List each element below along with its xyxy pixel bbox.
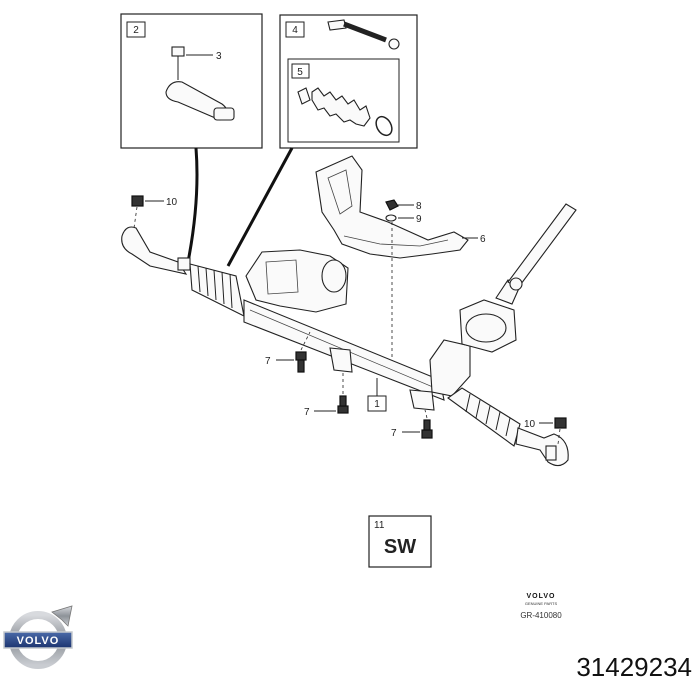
callout-10-left: 10 — [166, 197, 178, 208]
steering-rack-assembly — [121, 203, 577, 467]
inset-4-leader — [226, 147, 294, 267]
washer-9-icon — [385, 214, 397, 222]
callout-5: 5 — [297, 67, 303, 78]
callout-7-middle: 7 — [304, 407, 310, 418]
inset-box-4: 4 5 — [279, 14, 418, 149]
part-number: 31429234 — [576, 652, 692, 682]
bellows-boot-icon — [297, 87, 393, 137]
brand-logo-text: VOLVO — [527, 593, 556, 600]
callout-7-upper: 7 — [265, 356, 271, 367]
callout-10-right: 10 — [524, 419, 536, 430]
bolt-7-upper-icon — [295, 351, 307, 373]
emblem-text: VOLVO — [17, 635, 60, 647]
bolt-7-lower-icon — [421, 419, 433, 439]
tie-rod-end-icon — [165, 46, 235, 121]
nut-10-left-icon — [131, 195, 144, 207]
callout-2: 2 — [133, 25, 139, 36]
heat-shield-bracket — [315, 155, 469, 259]
callout-9: 9 — [416, 214, 422, 225]
callout-1: 1 — [374, 399, 380, 410]
callout-4: 4 — [292, 25, 298, 36]
bolt-8-icon — [385, 199, 399, 211]
sw-label: SW — [384, 536, 416, 558]
inset-2-leader — [186, 147, 199, 263]
callout-3: 3 — [216, 51, 222, 62]
inner-tie-rod-icon — [327, 19, 400, 50]
bolt-7-middle-icon — [337, 395, 349, 414]
callout-8: 8 — [416, 201, 422, 212]
callout-7-lower: 7 — [391, 428, 397, 439]
sw-box-11: 11 SW — [368, 515, 432, 568]
volvo-genuine-parts-mark: VOLVO GENUINE PARTS GR-410080 — [520, 593, 562, 620]
nut-10-right-icon — [554, 417, 567, 429]
diagram-code: GR-410080 — [520, 611, 562, 620]
callout-6: 6 — [480, 234, 486, 245]
volvo-emblem-logo: VOLVO — [3, 605, 73, 669]
inset-box-2: 2 3 — [120, 13, 263, 149]
callout-11: 11 — [374, 520, 385, 531]
genuine-parts-text: GENUINE PARTS — [525, 601, 558, 606]
